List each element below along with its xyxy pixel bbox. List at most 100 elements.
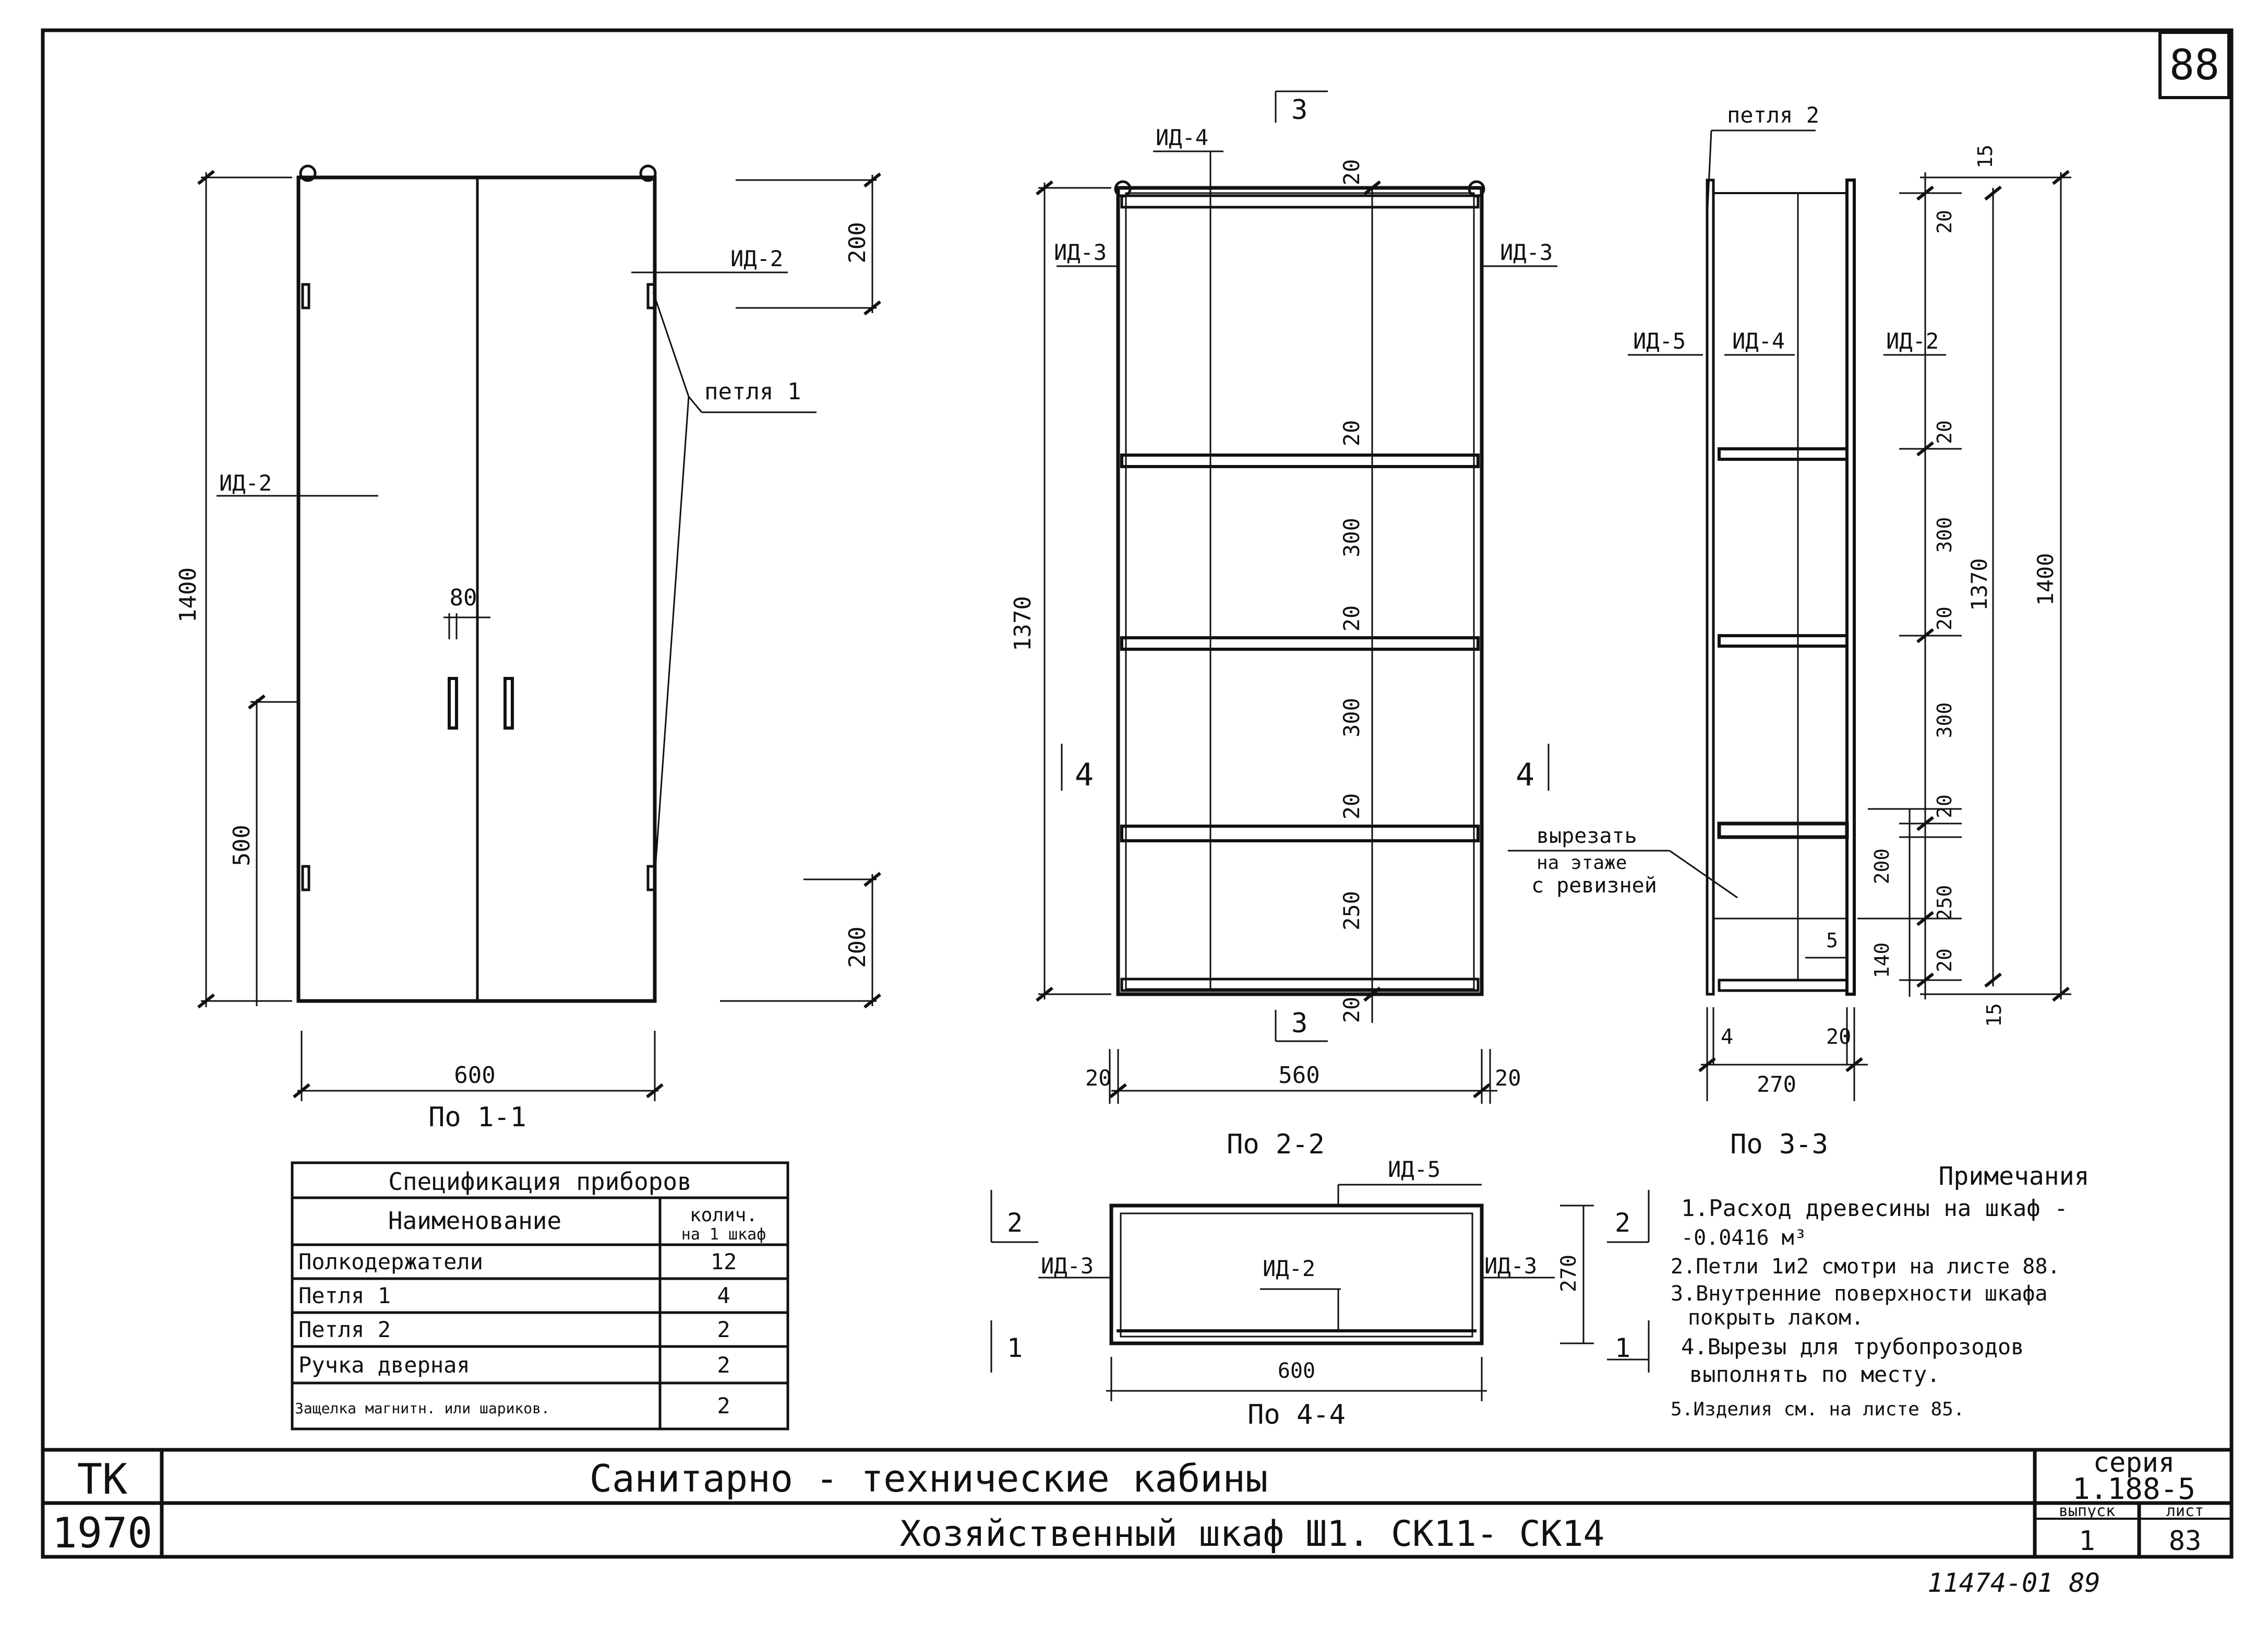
spec-row-qty-3: 2: [717, 1317, 730, 1342]
v33-dim-20s3: 20: [1933, 794, 1956, 818]
v11-dim-width: 600: [454, 1062, 495, 1089]
v22-label-id3-left: ИД-3: [1054, 240, 1107, 265]
v44-section-right-top: 2: [1615, 1208, 1630, 1238]
spec-title: Спецификация приборов: [388, 1167, 692, 1196]
v33-dim-20s1: 20: [1933, 420, 1956, 444]
v33-dim-15t: 15: [1974, 145, 1997, 169]
v22-label-id3-right: ИД-3: [1500, 240, 1553, 265]
v22-dim-height: 1370: [1010, 596, 1036, 651]
tb-series-label: серия: [2093, 1447, 2175, 1479]
note-line-7: выполнять по месту.: [1689, 1362, 1940, 1387]
v33-dim-1400: 1400: [2033, 553, 2058, 605]
note-line-1: 1.Расход древесины на шкаф -: [1681, 1195, 2068, 1222]
tb-org: ТК: [77, 1455, 127, 1504]
notes-heading: Примечания: [1939, 1162, 2090, 1191]
note-line-6: 4.Вырезы для трубопрозодов: [1681, 1334, 2024, 1360]
tb-subtitle: Хозяйственный шкаф Ш1. СК11- СК14: [899, 1513, 1604, 1555]
v44-caption: По 4-4: [1247, 1399, 1346, 1431]
spec-row-name-2: Петля 1: [298, 1283, 391, 1308]
v44-label-id3-left: ИД-3: [1041, 1253, 1094, 1279]
footer-code: 11474-01 89: [1927, 1568, 2100, 1598]
spec-row-qty-4: 2: [717, 1352, 730, 1378]
v11-dim-bottom: 200: [844, 926, 871, 968]
v33-caption: По 3-3: [1730, 1129, 1828, 1160]
note-line-3: 2.Петли 1и2 смотри на листе 88.: [1671, 1255, 2060, 1279]
title-block-grid: [43, 1448, 2231, 1557]
v33-dim-w270: 270: [1757, 1071, 1796, 1097]
v33-dim-140: 140: [1870, 943, 1893, 979]
v22-dim-300a: 300: [1339, 518, 1364, 557]
tb-sheet-label: лист: [2166, 1502, 2204, 1520]
v22-dim-w560: 560: [1278, 1062, 1319, 1089]
v22-section-left: 4: [1075, 757, 1094, 793]
v44-section-right-bottom: 1: [1615, 1333, 1630, 1363]
v33-dim-w4: 4: [1721, 1025, 1733, 1049]
spec-row-name-4: Ручка дверная: [298, 1352, 470, 1378]
page-number: 88: [2169, 41, 2219, 89]
v22-label-id4: ИД-4: [1156, 125, 1208, 150]
spec-table-grid: [291, 1161, 789, 1431]
tb-issue: 1: [2079, 1525, 2095, 1557]
v22-dim-s20c: 20: [1339, 605, 1364, 632]
tb-series: 1.188-5: [2072, 1472, 2195, 1506]
v22-dim-250: 250: [1339, 891, 1364, 931]
v33-cut-note-2: на этаже: [1537, 852, 1627, 874]
v33-dim-15b: 15: [1983, 1003, 2006, 1027]
v22-section-bottom: 3: [1291, 1008, 1307, 1039]
v44-dim-depth: 270: [1557, 1255, 1581, 1292]
v44-label-id3-right: ИД-3: [1484, 1253, 1537, 1279]
v33-dim-w20: 20: [1826, 1025, 1851, 1049]
v11-label-id2-left: ИД-2: [219, 470, 272, 496]
v33-label-id5: ИД-5: [1633, 328, 1686, 354]
v11-dim-height: 1400: [175, 567, 201, 623]
v33-label-hinge2: петля 2: [1727, 102, 1819, 128]
v44-label-id2: ИД-2: [1263, 1256, 1315, 1281]
sheet-frame: [41, 28, 2234, 1559]
v33-dim-300a: 300: [1933, 517, 1956, 553]
v22-dim-t20: 20: [1339, 159, 1364, 186]
tb-title: Санитарно - технические кабины: [590, 1457, 1268, 1500]
v33-cut-note-3: с ревизней: [1531, 874, 1657, 898]
v33-dim-250: 250: [1933, 885, 1956, 921]
v22-dim-wr20: 20: [1495, 1065, 1521, 1091]
page-number-box: [2158, 31, 2230, 99]
v33-dim-5: 5: [1826, 929, 1838, 952]
v33-label-id2: ИД-2: [1886, 328, 1939, 354]
spec-col-name: Наименование: [388, 1207, 561, 1235]
note-line-4: 3.Внутренние поверхности шкафа: [1671, 1282, 2047, 1306]
v11-dim-lower: 500: [229, 825, 255, 866]
spec-col-qty-1: колич.: [690, 1205, 758, 1226]
v33-dim-20s2: 20: [1933, 606, 1956, 630]
v33-dim-20t: 20: [1933, 210, 1956, 234]
spec-row-qty-2: 4: [717, 1283, 730, 1308]
v44-label-id5: ИД-5: [1388, 1157, 1441, 1182]
v22-dim-wl20: 20: [1085, 1065, 1112, 1091]
v33-dim-200: 200: [1870, 849, 1893, 885]
v11-label-id2-right: ИД-2: [730, 246, 783, 271]
v22-dim-s20b: 20: [1339, 420, 1364, 447]
v11-dim-top: 200: [844, 222, 871, 263]
tb-year: 1970: [52, 1509, 153, 1557]
v22-dim-b20: 20: [1339, 997, 1364, 1023]
v44-section-left-bottom: 1: [1007, 1333, 1023, 1363]
v44-dim-width: 600: [1278, 1359, 1315, 1383]
v22-dim-s20d: 20: [1339, 793, 1364, 820]
view-2-2-section: [1036, 90, 1557, 1104]
v22-caption: По 2-2: [1227, 1129, 1325, 1160]
spec-row-qty-5: 2: [717, 1393, 730, 1419]
v33-label-id4: ИД-4: [1732, 328, 1785, 354]
v22-section-right: 4: [1516, 757, 1534, 793]
v33-dim-20s4: 20: [1933, 948, 1956, 972]
spec-row-qty-1: 12: [711, 1249, 737, 1274]
spec-row-name-1: Полкодержатели: [298, 1249, 483, 1274]
note-line-8: 5.Изделия см. на листе 85.: [1671, 1399, 1965, 1420]
v44-section-left-top: 2: [1007, 1208, 1023, 1238]
tb-issue-label: выпуск: [2059, 1502, 2115, 1520]
note-line-2: -0.0416 м³: [1681, 1226, 1807, 1250]
view-1-1-front: [197, 164, 881, 1101]
v11-label-hinge1: петля 1: [704, 378, 801, 405]
tb-sheet: 83: [2169, 1525, 2202, 1557]
spec-row-name-5: Защелка магнитн. или шариков.: [295, 1400, 550, 1417]
v11-dim-handle-gap: 80: [450, 585, 477, 611]
